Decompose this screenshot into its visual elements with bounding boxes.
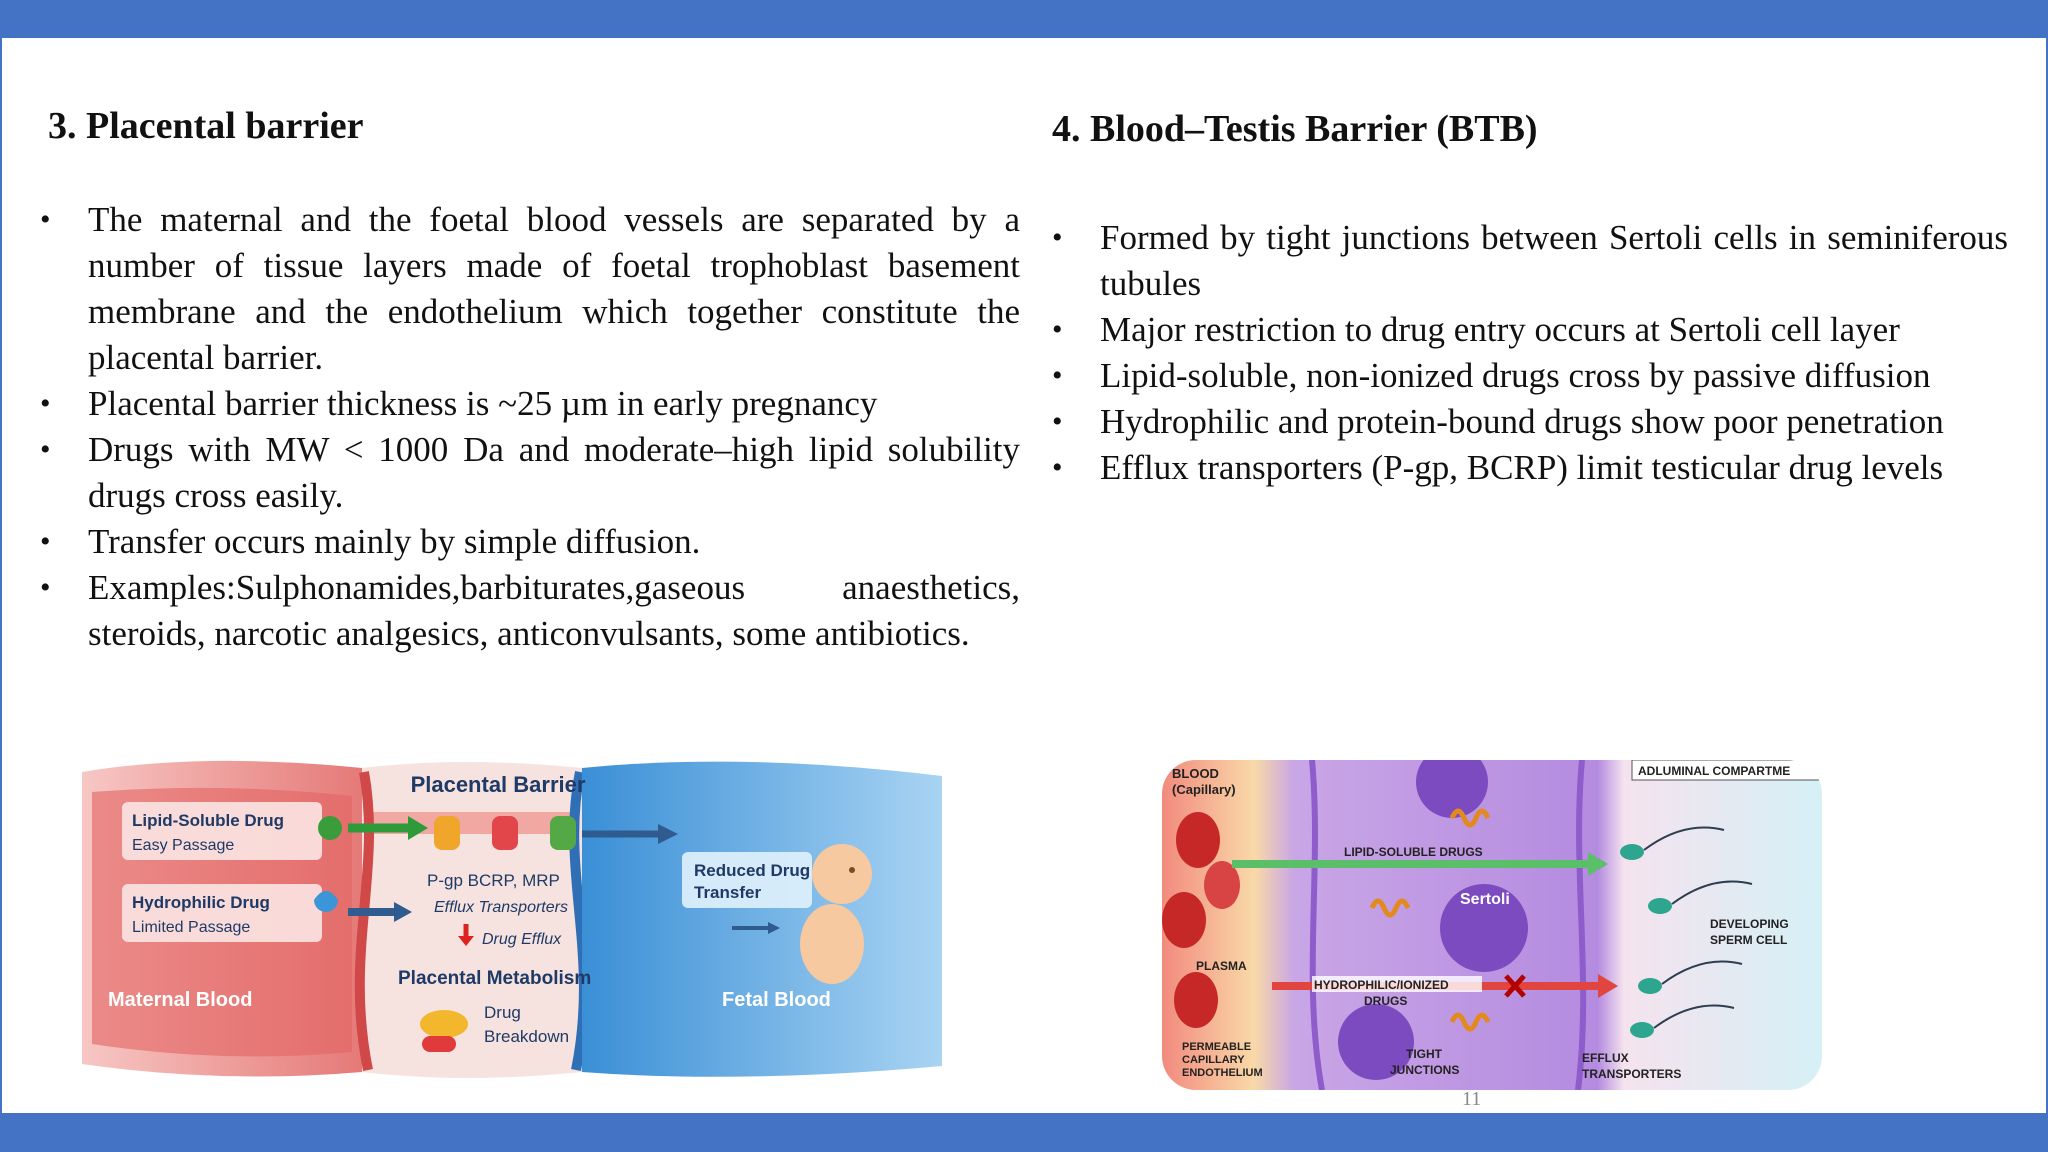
slide-border-right — [2046, 38, 2048, 1113]
capillary-label: (Capillary) — [1172, 782, 1236, 797]
permeable-endothelium-label: PERMEABLE — [1182, 1041, 1251, 1053]
permeable-endothelium-label-line2: CAPILLARY — [1182, 1054, 1245, 1066]
reduced-transfer-label: Reduced Drug — [694, 861, 810, 880]
efflux-transporters-label: EFFLUX — [1582, 1051, 1629, 1065]
drug-efflux-label: Drug Efflux — [482, 931, 562, 948]
efflux-transporters-label-line2: TRANSPORTERS — [1582, 1067, 1681, 1081]
pill-icon — [420, 1010, 468, 1038]
efflux-transporter-icons — [434, 816, 576, 850]
bullet-item: Efflux transporters (P-gp, BCRP) limit t… — [1052, 445, 2008, 491]
hydrophilic-label-line2: DRUGS — [1364, 994, 1407, 1008]
lipid-drug-note: Easy Passage — [132, 837, 234, 854]
bottom-banner — [0, 1113, 2048, 1152]
hydrophilic-drug-note: Limited Passage — [132, 919, 250, 936]
sertoli-label: Sertoli — [1460, 891, 1510, 908]
sertoli-nucleus — [1440, 884, 1528, 972]
reduced-transfer-label-line2: Transfer — [694, 883, 761, 902]
hydrophilic-label: HYDROPHILIC/IONIZED — [1314, 978, 1449, 992]
water-drop-icon — [314, 891, 338, 912]
transporters-label: P-gp BCRP, MRP — [427, 871, 560, 890]
blood-testis-barrier-heading: 4. Blood–Testis Barrier (BTB) — [1052, 108, 1538, 150]
bullet-item: Drugs with MW < 1000 Da and moderate–hig… — [40, 427, 1020, 519]
lipid-drug-icon — [318, 816, 342, 840]
adluminal-label: ADLUMINAL COMPARTME — [1638, 764, 1790, 778]
fetus-icon — [800, 844, 872, 984]
bullet-item: Examples:Sulphonamides,barbiturates,gase… — [40, 565, 1020, 657]
lipid-drug-label: Lipid-Soluble Drug — [132, 811, 284, 830]
barrier-region — [362, 762, 582, 1078]
breakdown-label: Breakdown — [484, 1027, 569, 1046]
lipid-soluble-label: LIPID-SOLUBLE DRUGS — [1344, 845, 1483, 859]
placental-barrier-bullet-list: The maternal and the foetal blood vessel… — [40, 197, 1020, 657]
bullet-item: Major restriction to drug entry occurs a… — [1052, 307, 2008, 353]
red-down-arrow-icon — [458, 936, 474, 946]
page-number: 11 — [1462, 1088, 1482, 1110]
bullet-item: Transfer occurs mainly by simple diffusi… — [40, 519, 1020, 565]
placental-metabolism-label: Placental Metabolism — [398, 968, 591, 989]
placental-barrier-heading: 3. Placental barrier — [48, 105, 364, 147]
figure-title: Placental Barrier — [411, 772, 586, 797]
developing-sperm-label: DEVELOPING — [1710, 917, 1789, 931]
developing-sperm-label-line2: SPERM CELL — [1710, 933, 1787, 947]
bullet-item: Hydrophilic and protein-bound drugs show… — [1052, 399, 2008, 445]
blood-label: BLOOD — [1172, 766, 1219, 781]
tight-junctions-label: TIGHT — [1406, 1047, 1443, 1061]
efflux-transporters-label: Efflux Transporters — [434, 899, 568, 916]
bullet-item: Formed by tight junctions between Sertol… — [1052, 215, 2008, 307]
bullet-item: Lipid-soluble, non-ionized drugs cross b… — [1052, 353, 2008, 399]
green-arrow-icon — [1588, 852, 1608, 876]
tight-junctions-label-line2: JUNCTIONS — [1390, 1063, 1459, 1077]
tight-junction-icons — [1369, 808, 1491, 1032]
blood-testis-barrier-bullet-list: Formed by tight junctions between Sertol… — [1052, 215, 2008, 491]
blocked-x-icon — [1504, 974, 1526, 998]
slide-border-left — [0, 38, 2, 1113]
drug-label: Drug — [484, 1003, 521, 1022]
red-blood-cells — [1162, 812, 1240, 1028]
maternal-blood-label: Maternal Blood — [108, 989, 252, 1011]
permeable-endothelium-label-line3: ENDOTHELIUM — [1182, 1067, 1263, 1079]
green-arrow-icon — [408, 816, 428, 840]
hydrophilic-drug-label: Hydrophilic Drug — [132, 893, 270, 912]
fetal-blood-label: Fetal Blood — [722, 989, 831, 1011]
sperm-cell-icons — [1620, 826, 1753, 1038]
fetal-blood-region — [582, 761, 942, 1077]
bullet-item: Placental barrier thickness is ~25 µm in… — [40, 381, 1020, 427]
placental-barrier-illustration: Placental Barrier Lipid-Soluble Drug Eas… — [82, 752, 942, 1084]
blood-testis-barrier-illustration: BLOOD (Capillary) ADLUMINAL COMPARTME LI… — [1162, 760, 1822, 1090]
plasma-label: PLASMA — [1196, 959, 1247, 973]
top-banner — [0, 0, 2048, 38]
bullet-item: The maternal and the foetal blood vessel… — [40, 197, 1020, 381]
